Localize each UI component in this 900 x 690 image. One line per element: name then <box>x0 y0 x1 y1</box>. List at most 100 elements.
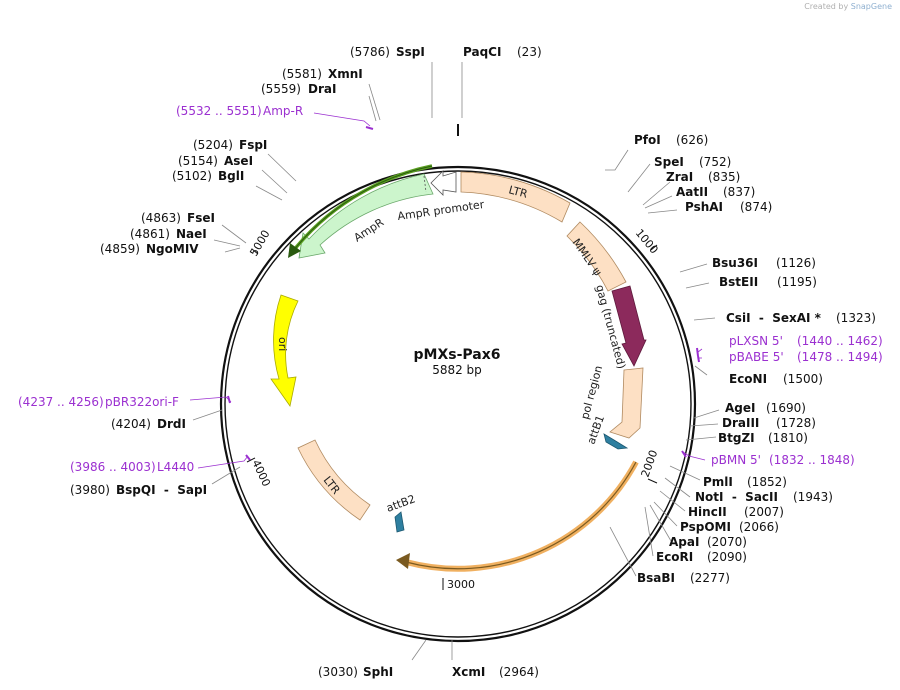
svg-text:L4440: L4440 <box>157 460 194 474</box>
svg-text:(5786): (5786) <box>350 45 390 59</box>
svg-text:(874): (874) <box>740 200 772 214</box>
svg-text:pBR322ori-F: pBR322ori-F <box>105 395 179 409</box>
svg-text:(1323): (1323) <box>836 311 876 325</box>
enzyme-bgli[interactable]: (5102)BglI <box>172 169 244 183</box>
svg-text:SspI: SspI <box>396 45 425 59</box>
svg-text:BstEII: BstEII <box>719 275 758 289</box>
enzyme-bsu36i[interactable]: Bsu36I (1126) <box>712 256 816 270</box>
svg-text:XcmI: XcmI <box>452 665 485 679</box>
enzyme-fspi[interactable]: (5204)FspI <box>193 138 267 152</box>
backbone-outer <box>219 165 697 643</box>
enzyme-fsei[interactable]: (4863)FseI <box>141 211 215 225</box>
tick-1000: 1000 <box>633 227 661 257</box>
svg-text:(1126): (1126) <box>776 256 816 270</box>
primer-amp-r[interactable]: (5532 .. 5551)Amp-R <box>176 104 303 118</box>
feature-gag-truncated[interactable]: gag (truncated) <box>593 283 647 370</box>
enzyme-spei[interactable]: SpeI(752) <box>654 155 731 169</box>
svg-text:(1440 .. 1462): (1440 .. 1462) <box>797 334 883 348</box>
enzyme-ngomiv[interactable]: (4859)NgoMIV <box>100 242 199 256</box>
tick-4000: 4000 <box>246 457 273 489</box>
svg-text:AmpR: AmpR <box>352 216 387 245</box>
enzyme-pspomi[interactable]: PspOMI(2066) <box>680 520 779 534</box>
primer-pbabe-5[interactable]: pBABE 5'(1478 .. 1494) <box>729 350 883 364</box>
svg-text:DrdI: DrdI <box>157 417 186 431</box>
enzyme-econi[interactable]: EcoNI(1500) <box>729 372 823 386</box>
svg-text:(3030): (3030) <box>318 665 358 679</box>
enzyme-draiii[interactable]: DraIII(1728) <box>722 416 816 430</box>
enzyme-aatii[interactable]: AatII(837) <box>676 185 755 199</box>
enzyme-paqci[interactable]: PaqCI(23) <box>463 45 542 59</box>
svg-text:(1478 .. 1494): (1478 .. 1494) <box>797 350 883 364</box>
feature-ori[interactable]: ori <box>270 294 299 407</box>
enzyme-btgzi[interactable]: BtgZI(1810) <box>718 431 808 445</box>
feature-pol-region[interactable]: pol region <box>578 364 644 439</box>
enzyme-ecori[interactable]: EcoRI (2090) <box>656 550 747 564</box>
enzyme-csii-sexai[interactable]: CsiI - SexAI *(1323) <box>726 311 876 325</box>
svg-text:5000: 5000 <box>247 228 272 259</box>
svg-text:NaeI: NaeI <box>176 227 207 241</box>
enzyme-sphi[interactable]: (3030)SphI <box>318 665 393 679</box>
primer-plxsn-5[interactable]: pLXSN 5' (1440 .. 1462) <box>729 334 883 348</box>
svg-text:(5559): (5559) <box>261 82 301 96</box>
enzyme-hincii[interactable]: HincII(2007) <box>688 505 784 519</box>
svg-text:PfoI: PfoI <box>634 133 661 147</box>
enzyme-pfoi[interactable]: PfoI (626) <box>634 133 708 147</box>
enzyme-naei[interactable]: (4861)NaeI <box>130 227 207 241</box>
svg-text:(4863): (4863) <box>141 211 181 225</box>
leader-lines <box>192 62 720 661</box>
svg-text:3000: 3000 <box>447 578 475 591</box>
svg-text:(1690): (1690) <box>766 401 806 415</box>
primer-pbr322ori-f[interactable]: (4237 .. 4256)pBR322ori-F <box>18 395 179 409</box>
svg-text:Bsu36I: Bsu36I <box>712 256 758 270</box>
enzyme-apai[interactable]: ApaI(2070) <box>669 535 747 549</box>
svg-text:NotI - SacII: NotI - SacII <box>695 490 778 504</box>
feature-ltr-top[interactable]: LTR <box>460 171 571 223</box>
svg-text:(2090): (2090) <box>707 550 747 564</box>
svg-text:pLXSN 5': pLXSN 5' <box>729 334 783 348</box>
enzyme-pshai[interactable]: PshAI(874) <box>685 200 772 214</box>
feature-insert-arc[interactable] <box>405 460 639 572</box>
svg-text:(4204): (4204) <box>111 417 151 431</box>
svg-text:2000: 2000 <box>639 448 661 479</box>
enzyme-drdi[interactable]: (4204) DrdI <box>111 417 186 431</box>
svg-text:ApaI: ApaI <box>669 535 699 549</box>
svg-text:(5532 .. 5551): (5532 .. 5551) <box>176 104 262 118</box>
svg-text:ori: ori <box>276 337 289 351</box>
enzyme-pmli[interactable]: PmlI(1852) <box>703 475 787 489</box>
feature-attb2[interactable]: attB2 <box>385 492 418 533</box>
primer-l4440[interactable]: (3986 .. 4003)L4440 <box>70 460 194 474</box>
svg-text:(626): (626) <box>676 133 708 147</box>
svg-text:BglI: BglI <box>218 169 244 183</box>
svg-text:pol region: pol region <box>578 364 605 421</box>
enzyme-drai[interactable]: (5559)DraI <box>261 82 336 96</box>
svg-text:(1195): (1195) <box>777 275 817 289</box>
svg-text:1000: 1000 <box>633 227 661 257</box>
svg-text:(1832 .. 1848): (1832 .. 1848) <box>769 453 855 467</box>
svg-text:4000: 4000 <box>249 458 273 489</box>
enzyme-bsteii[interactable]: BstEII (1195) <box>719 275 817 289</box>
enzyme-asei[interactable]: (5154)AseI <box>178 154 253 168</box>
svg-text:(835): (835) <box>708 170 740 184</box>
svg-text:(1943): (1943) <box>793 490 833 504</box>
enzyme-zrai[interactable]: ZraI(835) <box>666 170 740 184</box>
feature-ltr-bottom[interactable]: LTR <box>297 439 371 521</box>
enzyme-bspqi-sapi[interactable]: (3980)BspQI - SapI <box>70 483 207 497</box>
snapgene-credit: Created by SnapGene <box>804 2 892 11</box>
svg-text:EcoNI: EcoNI <box>729 372 767 386</box>
feature-insert-arrowhead <box>396 553 410 569</box>
enzyme-noti-sacii[interactable]: NotI - SacII (1943) <box>695 490 833 504</box>
feature-mmlv-psi[interactable]: MMLV ψ <box>566 221 627 292</box>
svg-text:(1810): (1810) <box>768 431 808 445</box>
svg-text:NgoMIV: NgoMIV <box>146 242 199 256</box>
enzyme-bsabi[interactable]: BsaBI(2277) <box>637 571 730 585</box>
svg-text:(5204): (5204) <box>193 138 233 152</box>
enzyme-sspi[interactable]: (5786) SspI <box>350 45 425 59</box>
enzyme-xmni[interactable]: (5581)XmnI <box>282 67 363 81</box>
tick-5000: 5000 <box>247 228 272 259</box>
svg-text:EcoRI: EcoRI <box>656 550 693 564</box>
primer-pbmn-5[interactable]: pBMN 5'(1832 .. 1848) <box>711 453 855 467</box>
svg-text:(5154): (5154) <box>178 154 218 168</box>
svg-text:AatII: AatII <box>676 185 708 199</box>
enzyme-xcmi[interactable]: XcmI(2964) <box>452 665 539 679</box>
enzyme-agei[interactable]: AgeI(1690) <box>725 401 806 415</box>
